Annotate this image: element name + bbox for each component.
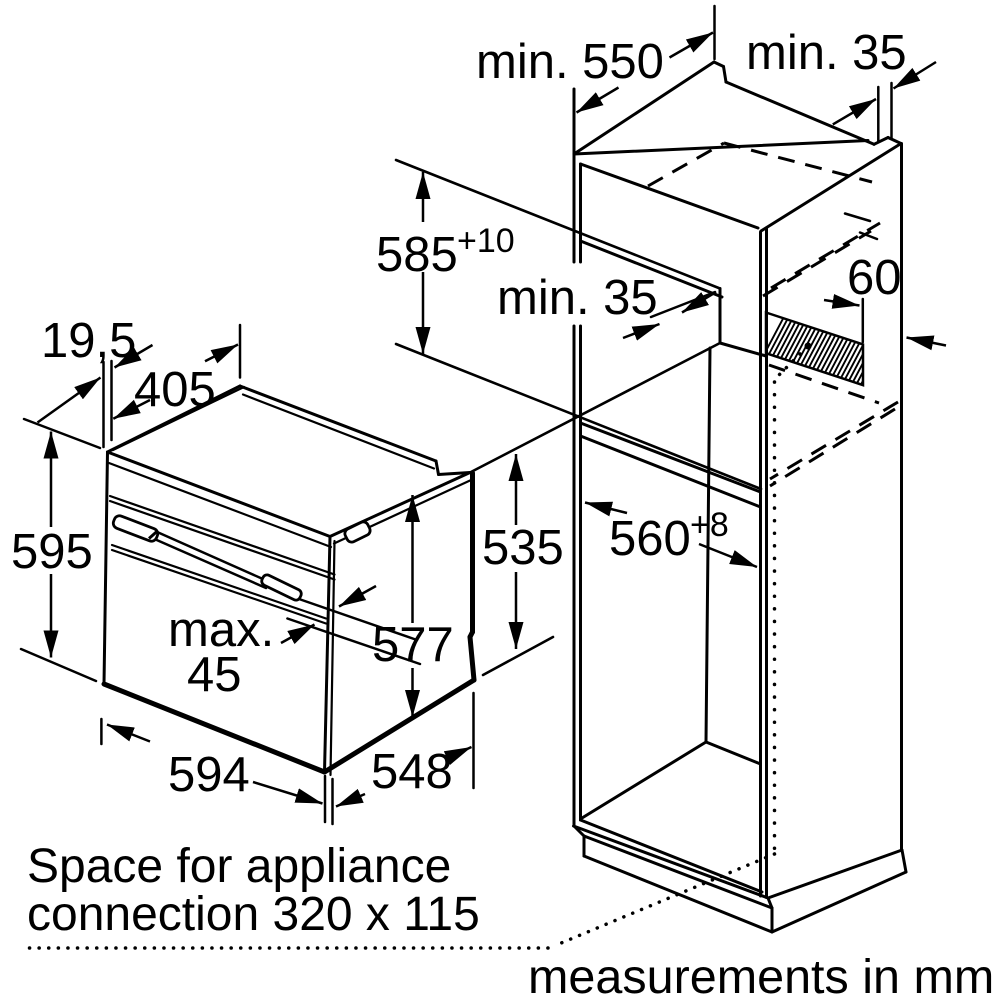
svg-text:max.: max. bbox=[168, 603, 274, 657]
svg-text:535: 535 bbox=[482, 521, 564, 575]
svg-text:594: 594 bbox=[168, 748, 250, 802]
svg-text:405: 405 bbox=[134, 363, 216, 417]
svg-text:60: 60 bbox=[847, 251, 902, 305]
svg-text:548: 548 bbox=[371, 745, 453, 799]
svg-text:19,5: 19,5 bbox=[41, 314, 136, 368]
svg-text:+8: +8 bbox=[690, 506, 729, 544]
svg-text:min. 35: min. 35 bbox=[497, 271, 658, 325]
svg-text:Space for appliance: Space for appliance bbox=[27, 840, 451, 893]
svg-text:45: 45 bbox=[187, 648, 242, 702]
svg-text:min. 550: min. 550 bbox=[476, 35, 664, 89]
svg-text:connection 320 x 115: connection 320 x 115 bbox=[27, 888, 480, 941]
svg-text:595: 595 bbox=[11, 525, 93, 579]
svg-text:577: 577 bbox=[372, 618, 454, 672]
svg-text:+10: +10 bbox=[457, 222, 515, 260]
svg-text:560: 560 bbox=[609, 512, 691, 566]
svg-text:measurements in mm: measurements in mm bbox=[528, 950, 994, 1000]
svg-text:min. 35: min. 35 bbox=[746, 26, 907, 80]
svg-text:585: 585 bbox=[376, 228, 458, 282]
